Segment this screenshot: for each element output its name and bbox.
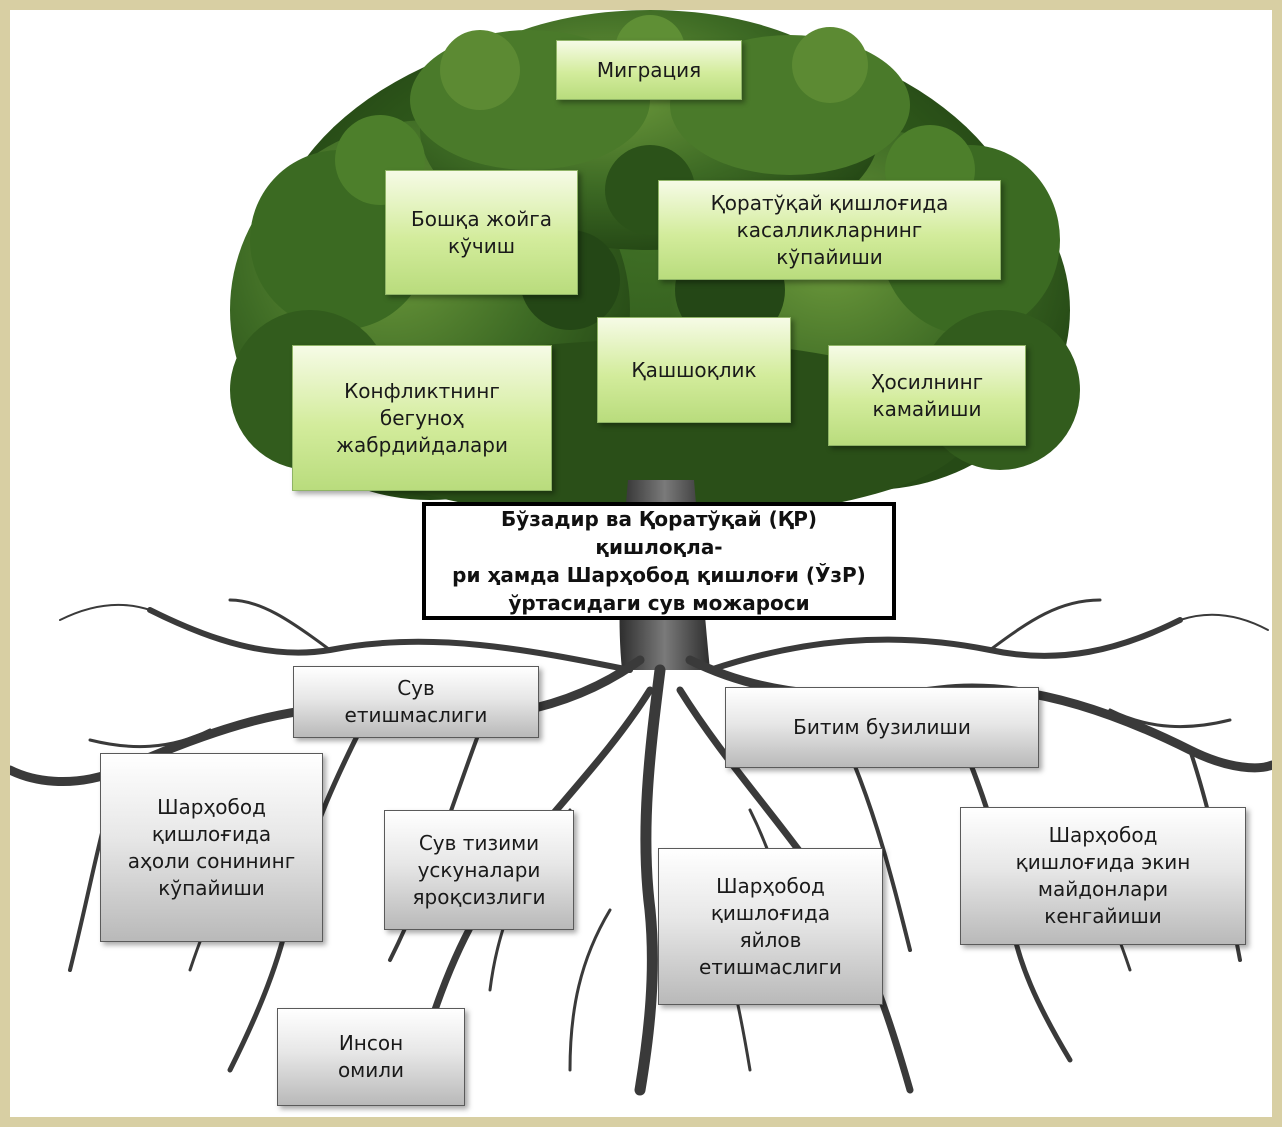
diagram-panel: Миграция Бошқа жойга кўчиш Қоратўқай қиш… [10,10,1272,1117]
central-problem: Бўзадир ва Қоратўқай (ҚР) қишлоқла- ри ҳ… [422,502,896,620]
effect-harvest: Ҳосилнинг камайиши [828,345,1026,446]
cause-agreement-violation: Битим бузилиши [725,687,1039,768]
cause-water-shortage: Сув етишмаслиги [293,666,539,738]
effect-poverty: Қашшоқлик [597,317,791,423]
cause-crop-area-expansion: Шарҳобод қишлоғида экин майдонлари кенга… [960,807,1246,945]
cause-equipment-failure: Сув тизими ускуналари яроқсизлиги [384,810,574,930]
effect-migration: Миграция [556,40,742,100]
effect-relocation: Бошқа жойга кўчиш [385,170,578,295]
cause-population-growth: Шарҳобод қишлоғида аҳоли сонининг кўпайи… [100,753,323,942]
cause-human-factor: Инсон омили [277,1008,465,1106]
cause-pasture-shortage: Шарҳобод қишлоғида яйлов етишмаслиги [658,848,883,1005]
effect-victims: Конфликтнинг бегуноҳ жабрдийдалари [292,345,552,491]
effect-diseases: Қоратўқай қишлоғида касалликларнинг кўпа… [658,180,1001,280]
